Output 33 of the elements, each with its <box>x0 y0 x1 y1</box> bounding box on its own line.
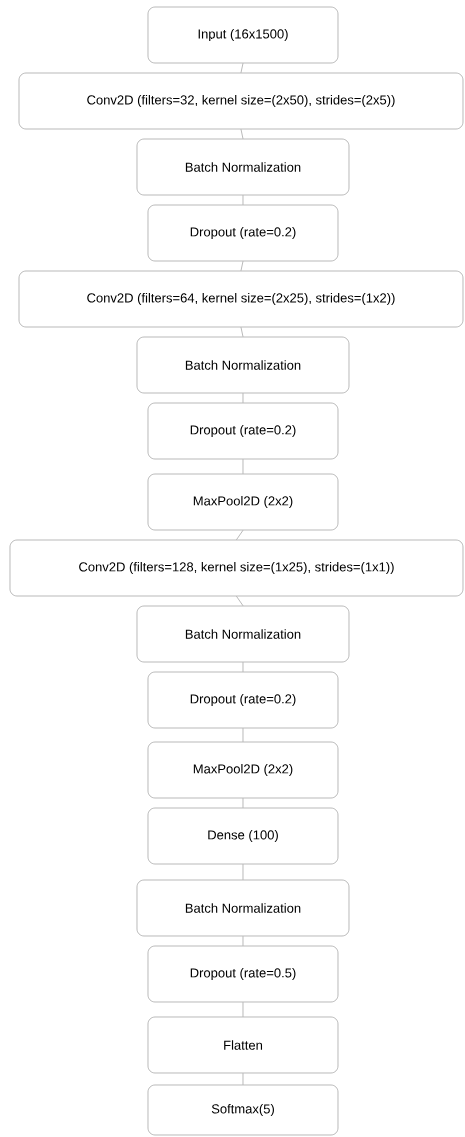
layer-box: Dropout (rate=0.2) <box>147 671 339 729</box>
connector-line <box>242 662 244 672</box>
connector-line <box>242 728 244 742</box>
connector-line <box>242 798 244 808</box>
layer-box: Batch Normalization <box>136 879 350 937</box>
layer-box: Conv2D (filters=128, kernel size=(1x25), strides=(1x1)) <box>9 539 464 597</box>
layer-box: Dropout (rate=0.5) <box>147 945 339 1003</box>
layer-box: MaxPool2D (2x2) <box>147 741 339 799</box>
layer-box: Batch Normalization <box>136 605 350 663</box>
layer-box: Input (16x1500) <box>147 6 339 64</box>
connector-line <box>242 864 244 880</box>
layer-box: Flatten <box>147 1016 339 1074</box>
connector-line <box>236 530 244 540</box>
connector-line <box>236 596 244 606</box>
layer-box: Dense (100) <box>147 807 339 865</box>
connector-line <box>242 1002 244 1017</box>
connector-line <box>242 936 244 946</box>
connector-line <box>242 393 244 403</box>
connector-line <box>242 195 244 205</box>
layer-box: Conv2D (filters=64, kernel size=(2x25), strides=(1x2)) <box>18 270 464 328</box>
layer-box: Conv2D (filters=32, kernel size=(2x50), strides=(2x5)) <box>18 72 464 130</box>
connector-line <box>242 459 244 474</box>
layer-box: Batch Normalization <box>136 336 350 394</box>
layer-box: Batch Normalization <box>136 138 350 196</box>
layer-box: Softmax(5) <box>147 1084 339 1136</box>
connector-line <box>240 129 244 139</box>
connector-line <box>242 1073 244 1085</box>
connector-line <box>240 327 244 337</box>
connector-line <box>240 63 244 73</box>
layer-box: Dropout (rate=0.2) <box>147 204 339 262</box>
layer-box: Dropout (rate=0.2) <box>147 402 339 460</box>
layer-box: MaxPool2D (2x2) <box>147 473 339 531</box>
connector-line <box>240 261 244 271</box>
